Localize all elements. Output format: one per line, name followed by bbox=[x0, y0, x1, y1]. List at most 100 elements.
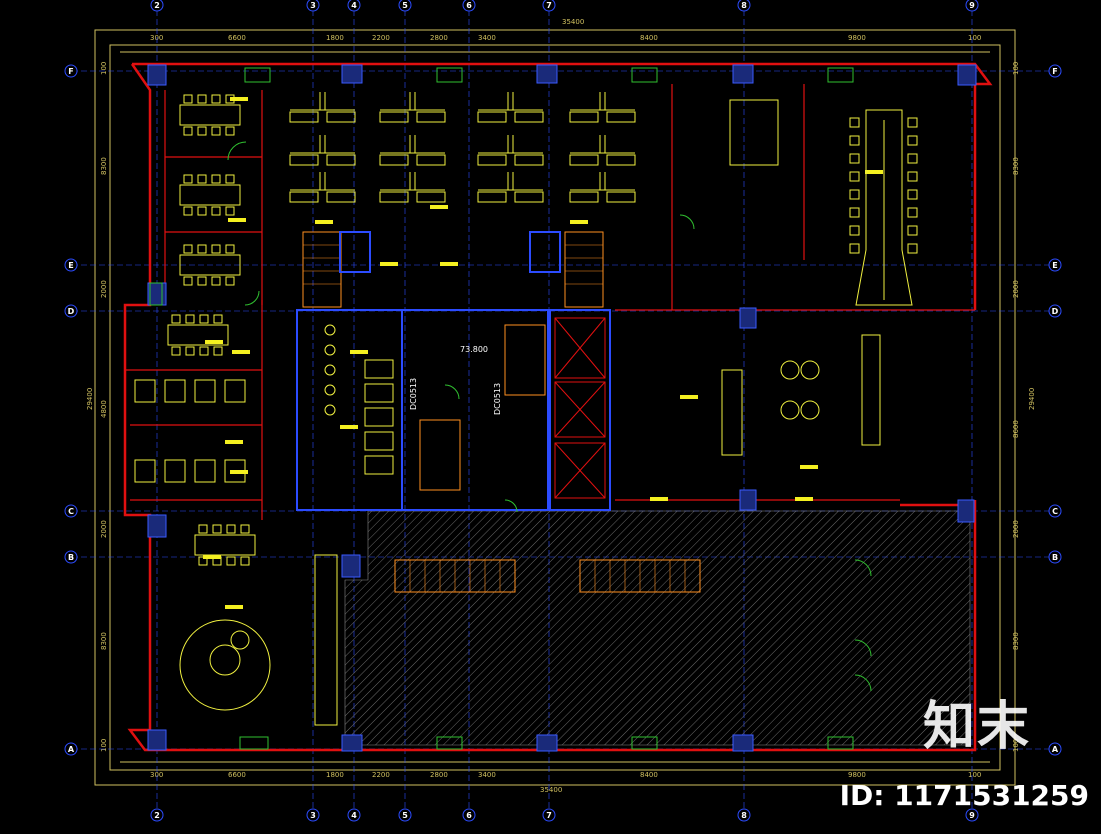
chair bbox=[171, 346, 181, 356]
chair bbox=[907, 207, 918, 218]
chair bbox=[849, 171, 860, 182]
dim-left-total: 29400 bbox=[86, 388, 94, 410]
svg-text:8: 8 bbox=[741, 811, 747, 820]
desk bbox=[514, 154, 544, 166]
chair bbox=[197, 94, 207, 104]
desk bbox=[379, 111, 409, 123]
dim-bottom-1: 6600 bbox=[228, 771, 246, 779]
right-dimensions: 100 8300 2000 8600 2000 8300 100 29400 bbox=[1012, 62, 1036, 752]
meeting-table bbox=[179, 104, 241, 126]
desk bbox=[289, 191, 319, 203]
chair bbox=[849, 153, 860, 164]
dim-bottom-5: 3400 bbox=[478, 771, 496, 779]
room-tag bbox=[230, 470, 248, 474]
dim-left-3: 4800 bbox=[100, 400, 108, 418]
axis-top-9: 9 bbox=[965, 0, 979, 12]
room-tag bbox=[315, 220, 333, 224]
desk bbox=[326, 191, 356, 203]
svg-text:3: 3 bbox=[310, 1, 316, 10]
svg-text:D: D bbox=[68, 307, 75, 316]
toilet-stall bbox=[224, 379, 246, 403]
axis-top-4: 4 bbox=[347, 0, 361, 12]
basin bbox=[324, 384, 336, 396]
door-code-2: DC0513 bbox=[493, 383, 502, 415]
workstation-pod bbox=[380, 135, 445, 154]
chair bbox=[907, 225, 918, 236]
chair bbox=[225, 276, 235, 286]
axis-bubbles-bottom: 2 3 4 5 6 7 8 9 bbox=[150, 808, 979, 822]
dim-bottom-8: 100 bbox=[968, 771, 981, 779]
workstation-pod bbox=[478, 92, 543, 111]
svg-text:E: E bbox=[1052, 261, 1057, 270]
dim-top-total: 35400 bbox=[562, 18, 584, 26]
dim-top-7: 9800 bbox=[848, 34, 866, 42]
axis-right-B: B bbox=[1048, 550, 1062, 564]
desk bbox=[416, 191, 446, 203]
axis-left-C: C bbox=[64, 504, 78, 518]
axis-bottom-9: 9 bbox=[965, 808, 979, 822]
dim-bottom-3: 2200 bbox=[372, 771, 390, 779]
svg-text:9: 9 bbox=[969, 1, 975, 10]
svg-text:8: 8 bbox=[741, 1, 747, 10]
chair bbox=[225, 206, 235, 216]
director-desk bbox=[729, 99, 779, 166]
toilet-stall bbox=[164, 459, 186, 483]
dim-bottom-total: 35400 bbox=[540, 786, 562, 794]
room-tag bbox=[795, 497, 813, 501]
svg-text:7: 7 bbox=[546, 1, 552, 10]
svg-text:A: A bbox=[68, 745, 75, 754]
elevator-shafts bbox=[554, 317, 606, 499]
axis-left-D: D bbox=[64, 304, 78, 318]
axis-top-2: 2 bbox=[150, 0, 164, 12]
svg-text:A: A bbox=[1052, 745, 1059, 754]
toilet-stall bbox=[194, 459, 216, 483]
toilet-stall bbox=[194, 379, 216, 403]
chair bbox=[849, 225, 860, 236]
dim-right-1: 8300 bbox=[1012, 157, 1020, 175]
dim-right-0: 100 bbox=[1012, 62, 1020, 75]
dim-top-5: 3400 bbox=[478, 34, 496, 42]
desk bbox=[326, 111, 356, 123]
chair bbox=[183, 174, 193, 184]
chair bbox=[907, 171, 918, 182]
chair bbox=[849, 117, 860, 128]
axis-bottom-7: 7 bbox=[542, 808, 556, 822]
svg-text:C: C bbox=[1052, 507, 1058, 516]
axis-bottom-2: 2 bbox=[150, 808, 164, 822]
axis-right-A: A bbox=[1048, 742, 1062, 756]
desk bbox=[514, 191, 544, 203]
chair bbox=[198, 524, 208, 534]
room-tag bbox=[205, 340, 223, 344]
desk bbox=[379, 191, 409, 203]
chair bbox=[183, 94, 193, 104]
axis-bottom-4: 4 bbox=[347, 808, 361, 822]
axis-top-5: 5 bbox=[398, 0, 412, 12]
desk bbox=[606, 111, 636, 123]
dim-top-1: 6600 bbox=[228, 34, 246, 42]
chair bbox=[197, 206, 207, 216]
dim-left-0: 100 bbox=[100, 62, 108, 75]
axis-left-B: B bbox=[64, 550, 78, 564]
room-tag bbox=[232, 350, 250, 354]
chair bbox=[907, 135, 918, 146]
doors bbox=[227, 141, 872, 692]
svg-text:E: E bbox=[68, 261, 73, 270]
chair bbox=[226, 524, 236, 534]
desk bbox=[477, 154, 507, 166]
workstation-pod bbox=[570, 172, 635, 191]
wc bbox=[364, 455, 394, 475]
lounge-round bbox=[179, 619, 271, 711]
svg-text:2: 2 bbox=[154, 811, 160, 820]
chair bbox=[197, 174, 207, 184]
wc bbox=[364, 431, 394, 451]
chair bbox=[225, 126, 235, 136]
desk bbox=[569, 111, 599, 123]
room-tag bbox=[203, 555, 221, 559]
chair bbox=[225, 244, 235, 254]
workstation-pod bbox=[380, 172, 445, 191]
workstation-pod bbox=[290, 92, 355, 111]
axis-top-6: 6 bbox=[462, 0, 476, 12]
desk bbox=[477, 111, 507, 123]
room-tag bbox=[570, 220, 588, 224]
dim-top-3: 2200 bbox=[372, 34, 390, 42]
